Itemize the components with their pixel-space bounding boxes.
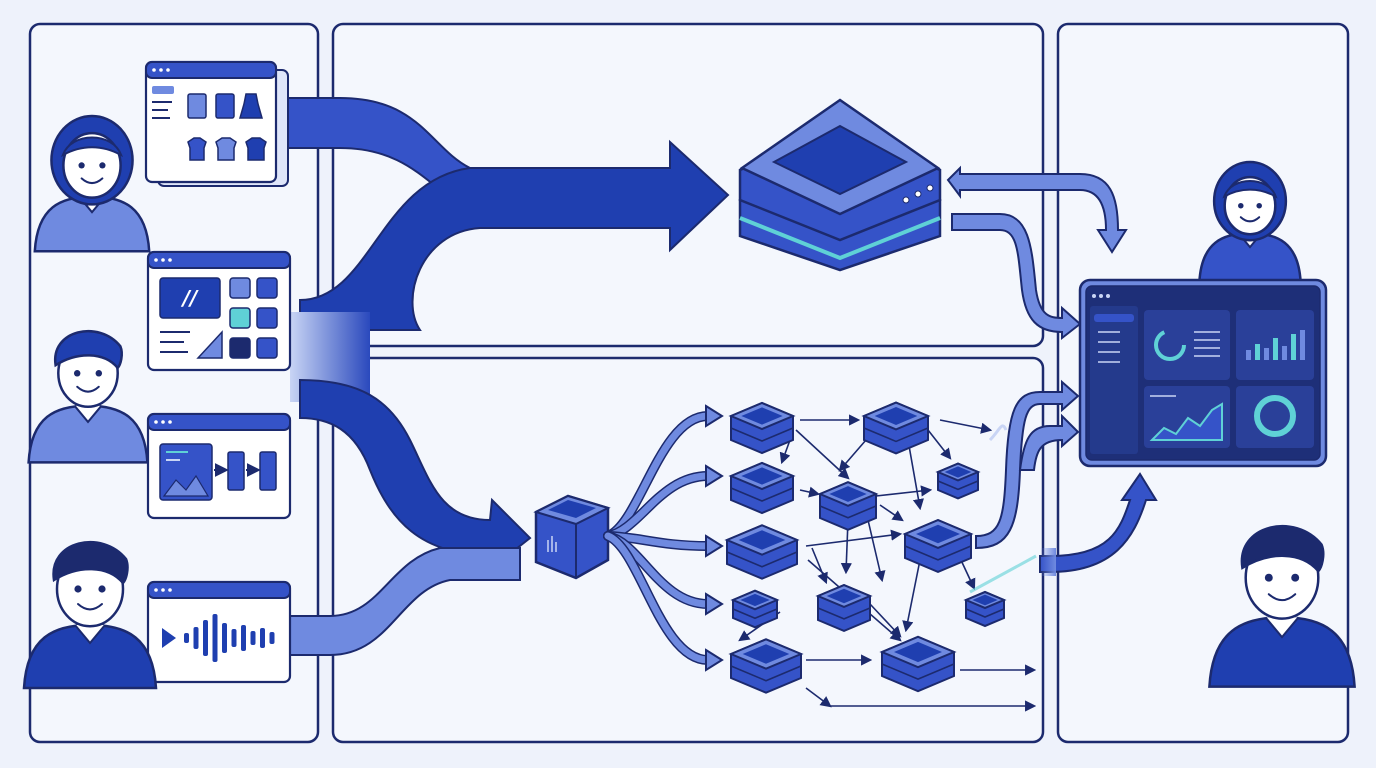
mini-bar	[1300, 330, 1305, 360]
server-node-icon	[879, 635, 957, 693]
area-chart-mini	[1149, 402, 1223, 441]
audio-waveform	[184, 614, 275, 662]
donut-chart-small	[1154, 329, 1186, 361]
play-icon	[162, 628, 176, 648]
fanout-arrows	[603, 404, 724, 672]
fanout-arrowhead	[705, 404, 724, 428]
node-link-arrow	[875, 485, 933, 497]
node-link-arrow	[811, 547, 828, 585]
node-link-arrow	[805, 529, 903, 547]
fanout-arrowhead	[705, 648, 724, 672]
source-window-design[interactable]: //	[146, 250, 292, 372]
node-link-arrow	[902, 559, 921, 633]
source-window-media[interactable]	[146, 412, 292, 520]
mini-bar	[1273, 338, 1278, 360]
person-avatar-icon	[22, 541, 158, 690]
node-link-arrow	[799, 486, 821, 498]
server-stack	[738, 98, 942, 272]
mini-bar	[1246, 350, 1251, 360]
node-link-arrow	[805, 687, 832, 708]
waveform-bar	[260, 628, 265, 648]
server-node-icon	[730, 589, 780, 629]
source-window-catalog[interactable]	[144, 60, 289, 187]
waveform-bar	[269, 632, 275, 644]
code-glyph: //	[181, 286, 199, 310]
node-link-arrow	[939, 419, 993, 434]
server-node-icon	[728, 461, 796, 515]
node-link-arrow	[867, 519, 886, 583]
analytics-dashboard[interactable]	[1078, 278, 1328, 468]
waveform-bar	[241, 625, 246, 651]
bar-chart-mini	[1246, 330, 1305, 360]
waveform-bar	[231, 629, 237, 647]
donut-chart-large	[1254, 395, 1296, 437]
flow-to-server-arrow	[299, 139, 730, 331]
server-node-icon	[728, 638, 804, 694]
people	[22, 114, 1356, 690]
waveform-bar	[222, 623, 227, 653]
node-link-arrow	[838, 439, 867, 472]
node-link-arrow	[869, 603, 902, 638]
node-link-arrow	[927, 429, 952, 460]
server-node-icon	[724, 524, 800, 580]
mini-bar	[1291, 334, 1296, 360]
mini-bar	[1282, 346, 1287, 360]
fanout-arrowhead	[705, 534, 724, 558]
fanout-arrow	[604, 532, 712, 664]
node-link-arrow	[879, 504, 904, 522]
node-link-arrow	[959, 557, 976, 591]
person-avatar-icon	[1208, 524, 1356, 688]
server-node-icon	[963, 590, 1007, 628]
node-link-arrow	[779, 439, 791, 465]
waveform-bar	[212, 614, 218, 662]
waveform-bar	[250, 631, 256, 645]
graph-output-arrows	[969, 379, 1158, 594]
flow-audio-band	[287, 547, 521, 656]
ingest-cube	[533, 494, 611, 580]
fanout-arrowhead	[705, 592, 724, 616]
person-avatar-icon	[33, 114, 151, 253]
source-window-audio[interactable]	[146, 580, 292, 684]
server-node-icon	[817, 481, 879, 531]
mini-bar	[1255, 344, 1260, 360]
node-link-arrow	[907, 439, 924, 511]
mini-bar	[1264, 348, 1269, 360]
server-nodes	[724, 401, 1007, 694]
server-node-icon	[861, 401, 931, 455]
merge-flows	[287, 97, 730, 656]
person-avatar-icon	[27, 329, 149, 464]
person-avatar-icon	[1198, 160, 1302, 283]
fanout-arrowhead	[705, 464, 724, 488]
server-node-icon	[902, 519, 974, 573]
server-node-icon	[728, 401, 796, 455]
waveform-bar	[184, 633, 189, 643]
server-node-icon	[935, 462, 981, 500]
waveform-bar	[203, 620, 208, 656]
server-node-icon	[815, 583, 873, 633]
waveform-bar	[193, 627, 199, 649]
